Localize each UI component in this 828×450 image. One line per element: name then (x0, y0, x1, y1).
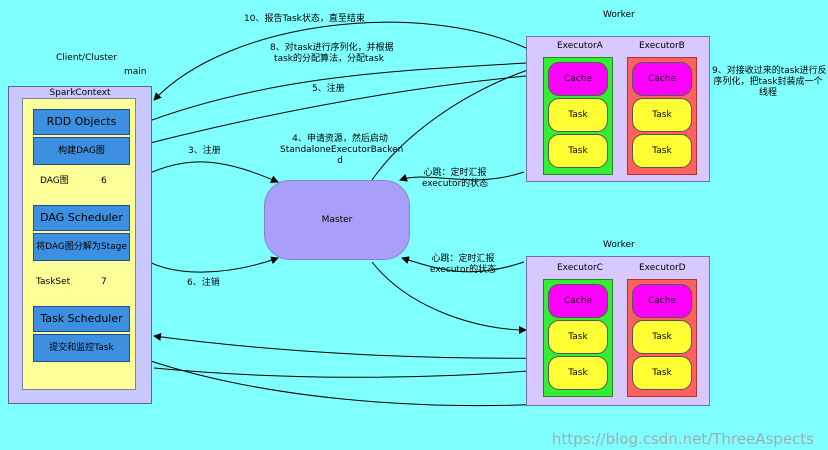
executor-d-cache: Cache (632, 284, 692, 318)
master-node: Master (264, 180, 410, 260)
step8-label-line2: task的分配算法，分配task (274, 54, 384, 64)
worker1-label: Worker (603, 10, 635, 20)
heartbeat-top-line1: 心跳：定时汇报 (423, 168, 487, 178)
arrow-step3 (135, 161, 279, 184)
executor-a-task-2: Task (548, 134, 608, 168)
step8-label-line1: 8、对task进行序列化，并根据 (270, 43, 394, 53)
arrow-step4 (371, 62, 547, 181)
split-stage-box: 将DAG图分解为Stage (33, 233, 130, 261)
step9-label-line1: 9、对接收过来的task进行反 (712, 66, 827, 76)
task-scheduler-box: Task Scheduler (33, 306, 130, 332)
step5-label: 5、注册 (312, 84, 345, 94)
executor-a-cache: Cache (548, 62, 608, 96)
step4-label: 4、申请资源，然后启动 StandaloneExecutorBacken d (280, 134, 404, 167)
step3-label: 3、注册 (188, 146, 221, 156)
executor-b-box: Cache Task Task (627, 57, 697, 175)
worker1-box: ExecutorA ExecutorB Cache Task Task Cach… (526, 36, 710, 182)
main-label: main (124, 67, 147, 77)
step9-label-line2: 序列化，把task封装成一个 (713, 77, 823, 87)
client-cluster-label: Client/Cluster (56, 53, 118, 63)
arrow-heartbeat-top (399, 171, 525, 182)
executor-c-cache: Cache (548, 284, 608, 318)
executor-c-label: ExecutorC (557, 263, 603, 273)
step6-label: 6、注销 (187, 278, 220, 288)
step4-label-line3: d (337, 156, 343, 166)
executor-d-label: ExecutorD (639, 263, 686, 273)
arrow-step10 (153, 21, 527, 101)
step8-label: 8、对task进行序列化，并根据 task的分配算法，分配task (270, 43, 394, 65)
heartbeat-top-label: 心跳：定时汇报 executor的状态 (420, 168, 490, 190)
executor-c-box: Cache Task Task (543, 279, 613, 397)
step4-label-line2: StandaloneExecutorBacken (280, 145, 404, 155)
executor-b-label: ExecutorB (639, 41, 685, 51)
heartbeat-bottom-line2: executor的状态 (429, 265, 497, 275)
heartbeat-bottom-label: 心跳：定时汇报 executor的状态 (428, 254, 498, 276)
arrow-worker2-to-client-1 (153, 332, 547, 359)
executor-b-cache: Cache (632, 62, 692, 96)
arrow-client-to-worker2 (153, 366, 541, 378)
submit-monitor-box: 提交和监控Task (33, 334, 130, 362)
executor-c-task-1: Task (548, 320, 608, 354)
step9-label-line3: 线程 (758, 88, 777, 98)
arrow-worker2-to-client-2 (135, 354, 547, 407)
spark-context-title: SparkContext (49, 88, 111, 98)
executor-a-label: ExecutorA (557, 41, 603, 51)
step9-label: 9、对接收过来的task进行反 序列化，把task封装成一个 线程 (712, 66, 827, 99)
arrow-step6 (135, 253, 279, 273)
arrow-heartbeat-bottom (401, 256, 525, 273)
step10-label: 10、报告Task状态，直至结束 (244, 14, 365, 24)
arrow-master-to-worker2 (371, 261, 527, 334)
heartbeat-top-line2: executor的状态 (421, 179, 489, 189)
dag-scheduler-box: DAG Scheduler (33, 205, 130, 231)
rdd-objects-box: RDD Objects (33, 109, 130, 135)
step6-number: 6 (101, 176, 107, 186)
worker2-box: ExecutorC ExecutorD Cache Task Task Cach… (526, 256, 710, 406)
executor-d-task-1: Task (632, 320, 692, 354)
watermark: https://blog.csdn.net/ThreeAspects (551, 430, 814, 448)
executor-c-task-2: Task (548, 356, 608, 390)
executor-a-task-1: Task (548, 98, 608, 132)
executor-a-box: Cache Task Task (543, 57, 613, 175)
worker2-label: Worker (603, 240, 635, 250)
step4-label-line1: 4、申请资源，然后启动 (292, 134, 388, 144)
executor-b-task-2: Task (632, 134, 692, 168)
heartbeat-bottom-line1: 心跳：定时汇报 (431, 254, 495, 264)
arrow-step5 (137, 75, 527, 149)
executor-b-task-1: Task (632, 98, 692, 132)
dag-graph-label: DAG图 (40, 176, 69, 186)
step7-number: 7 (101, 277, 107, 287)
executor-d-box: Cache Task Task (627, 279, 697, 397)
arrow-step8 (135, 58, 541, 127)
taskset-label: TaskSet (36, 277, 71, 287)
executor-d-task-2: Task (632, 356, 692, 390)
build-dag-box: 构建DAG图 (33, 137, 130, 165)
